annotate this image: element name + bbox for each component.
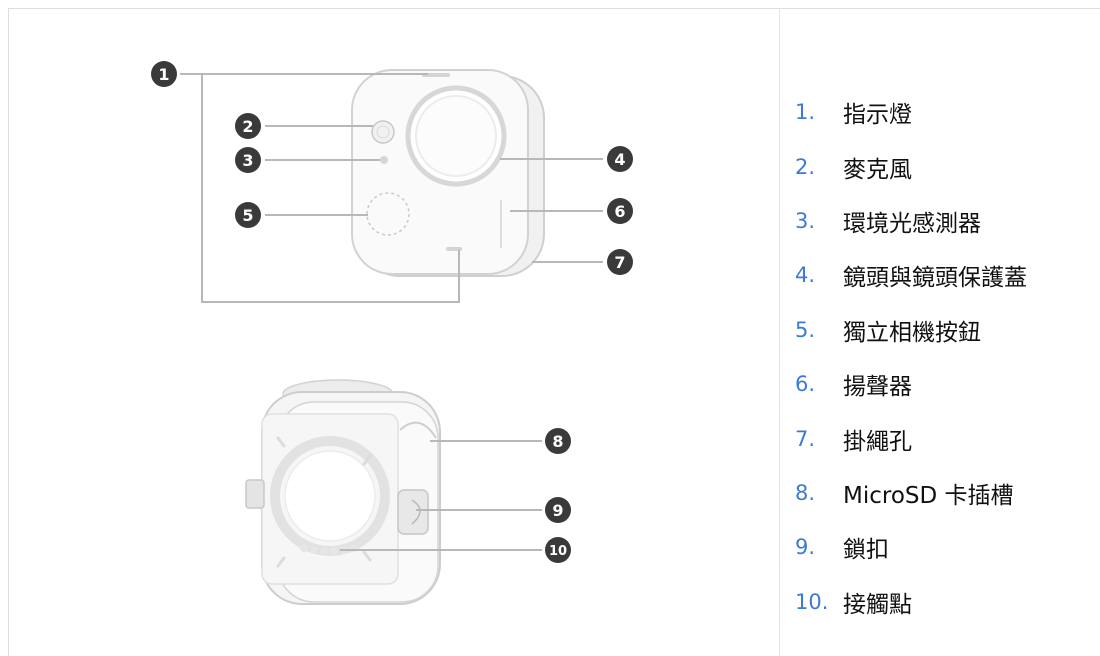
svg-text:2: 2	[242, 117, 253, 136]
legend-number: 4.	[795, 263, 816, 288]
svg-text:1: 1	[158, 65, 169, 84]
legend-label: MicroSD 卡插槽	[843, 482, 1014, 509]
parts-legend: 1. 指示燈 2. 麥克風 3. 環境光感測器 4. 鏡頭與鏡頭保護蓋 5. 獨…	[795, 85, 1027, 629]
legend-label: 鎖扣	[843, 537, 889, 564]
content-frame	[8, 8, 1100, 656]
indicator-light	[422, 73, 450, 77]
legend-item: 9. 鎖扣	[795, 520, 1027, 574]
legend-item: 5. 獨立相機按鈕	[795, 303, 1027, 357]
callout-3: 3	[235, 147, 261, 173]
back-leader-lines	[340, 440, 542, 551]
legend-label: 獨立相機按鈕	[843, 319, 981, 346]
svg-text:8: 8	[552, 432, 563, 451]
legend-label: 掛繩孔	[843, 428, 912, 455]
legend-number: 7.	[795, 426, 816, 451]
microphone	[371, 120, 395, 144]
legend-label: 指示燈	[843, 102, 912, 129]
legend-item: 7. 掛繩孔	[795, 411, 1027, 465]
legend-number: 2.	[795, 154, 816, 179]
legend-item: 1. 指示燈	[795, 85, 1027, 139]
legend-item: 8. MicroSD 卡插槽	[795, 466, 1027, 520]
device-diagram: 1 2 3 4 5 6 7 8 9 10	[151, 61, 633, 605]
legend-number: 1.	[795, 100, 816, 125]
svg-text:7: 7	[614, 253, 625, 272]
legend-number: 3.	[795, 208, 816, 233]
column-divider	[779, 8, 780, 656]
callout-2: 2	[235, 113, 261, 139]
legend-label: 鏡頭與鏡頭保護蓋	[843, 265, 1027, 292]
front-view-camera	[351, 69, 545, 277]
callout-7: 7	[607, 249, 633, 275]
svg-text:6: 6	[614, 202, 625, 221]
callout-4: 4	[607, 146, 633, 172]
callout-9: 9	[545, 497, 571, 523]
svg-text:3: 3	[242, 151, 253, 170]
legend-number: 5.	[795, 317, 816, 342]
callout-5: 5	[235, 202, 261, 228]
callout-1: 1	[151, 61, 177, 87]
svg-text:9: 9	[552, 501, 563, 520]
legend-item: 3. 環境光感測器	[795, 194, 1027, 248]
svg-text:5: 5	[242, 206, 253, 225]
lock-latch	[397, 489, 429, 535]
legend-number: 8.	[795, 480, 816, 505]
callout-10: 10	[545, 537, 571, 563]
legend-label: 接觸點	[843, 591, 912, 618]
legend-label: 環境光感測器	[843, 210, 981, 237]
legend-label: 揚聲器	[843, 374, 912, 401]
legend-label: 麥克風	[843, 156, 912, 183]
microsd-slot	[399, 421, 437, 439]
contact-points	[300, 544, 358, 555]
legend-item: 10. 接觸點	[795, 575, 1027, 629]
legend-number: 10.	[795, 589, 829, 614]
legend-item: 4. 鏡頭與鏡頭保護蓋	[795, 248, 1027, 302]
callout-6: 6	[607, 198, 633, 224]
back-view-camera	[245, 379, 441, 605]
legend-item: 2. 麥克風	[795, 139, 1027, 193]
camera-button	[366, 192, 410, 236]
svg-text:10: 10	[549, 544, 567, 559]
legend-item: 6. 揚聲器	[795, 357, 1027, 411]
callout-8: 8	[545, 428, 571, 454]
svg-text:4: 4	[614, 150, 625, 169]
legend-number: 9.	[795, 535, 816, 560]
ambient-light-sensor	[380, 156, 388, 164]
front-leader-lines	[180, 73, 603, 303]
legend-number: 6.	[795, 372, 816, 397]
